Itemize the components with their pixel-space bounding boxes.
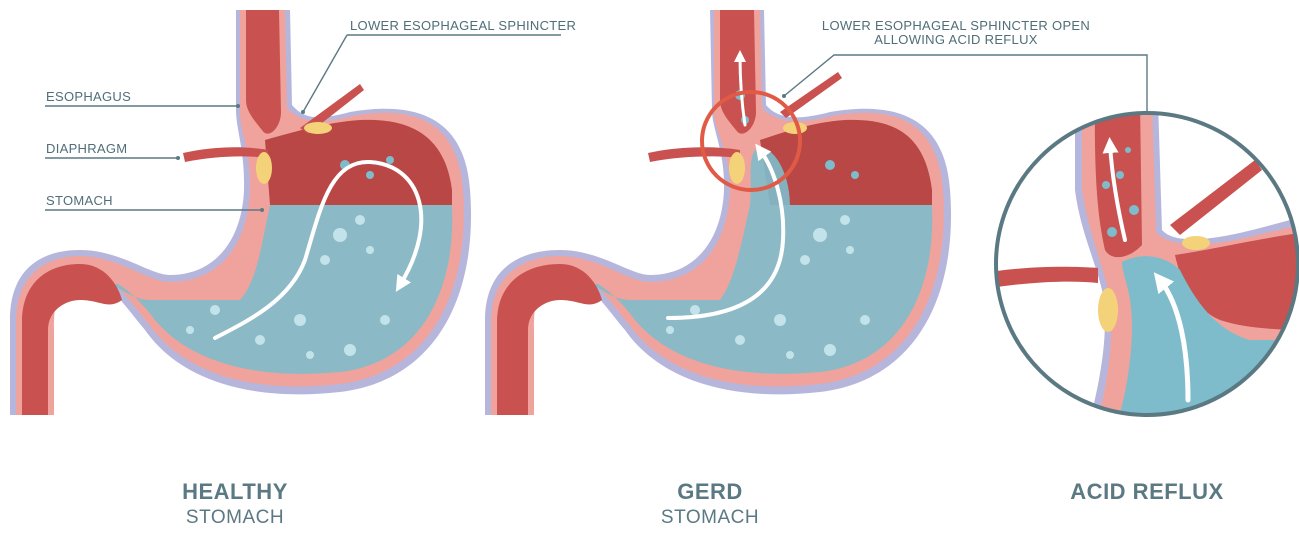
label-les-open-line2: ALLOWING ACID REFLUX [820, 33, 1092, 47]
gerd-stomach [485, 10, 951, 415]
caption-acid-reflux: ACID REFLUX [1047, 479, 1247, 505]
healthy-stomach [10, 10, 471, 415]
caption-gerd-stomach: GERD STOMACH [610, 479, 810, 531]
caption-healthy-title: HEALTHY [135, 479, 335, 505]
label-stomach: STOMACH [46, 194, 113, 208]
label-lower-esophageal-sphincter: LOWER ESOPHAGEAL SPHINCTER [350, 19, 576, 33]
caption-healthy-subtitle: STOMACH [135, 505, 335, 531]
caption-acid-reflux-title: ACID REFLUX [1047, 479, 1247, 505]
healthy-duodenum [22, 264, 122, 415]
gerd-duodenum [497, 264, 602, 415]
label-diaphragm: DIAPHRAGM [46, 142, 127, 156]
acid-reflux-zoom [990, 100, 1299, 430]
label-esophagus: ESOPHAGUS [46, 90, 131, 104]
caption-gerd-subtitle: STOMACH [610, 505, 810, 531]
gerd-esophagus [720, 10, 756, 134]
label-les-open-line1: LOWER ESOPHAGEAL SPHINCTER OPEN [820, 19, 1092, 33]
caption-gerd-title: GERD [610, 479, 810, 505]
gerd-leaders [784, 55, 1147, 112]
healthy-fat [256, 152, 272, 184]
healthy-esophagus [246, 10, 281, 134]
label-les-open: LOWER ESOPHAGEAL SPHINCTER OPEN ALLOWING… [820, 19, 1092, 47]
caption-healthy-stomach: HEALTHY STOMACH [135, 479, 335, 531]
